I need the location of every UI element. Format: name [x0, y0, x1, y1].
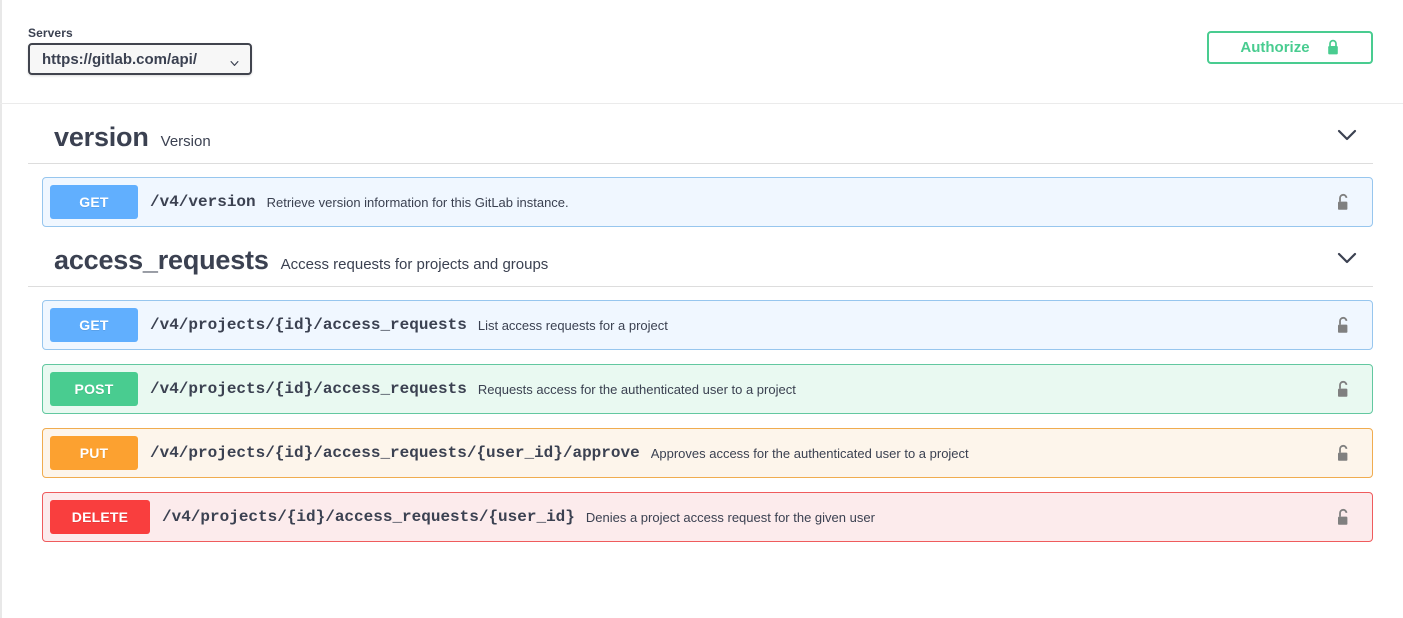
operation-summary: Approves access for the authenticated us…: [651, 446, 969, 461]
method-badge: GET: [50, 308, 138, 342]
method-badge: PUT: [50, 436, 138, 470]
lock-open-icon[interactable]: [1335, 508, 1351, 527]
servers-label: Servers: [28, 26, 252, 40]
authorize-button[interactable]: Authorize: [1207, 31, 1373, 64]
lock-open-icon[interactable]: [1335, 444, 1351, 463]
operation-path: /v4/version: [150, 193, 256, 211]
operation-row[interactable]: GET /v4/projects/{id}/access_requests Li…: [42, 300, 1373, 350]
operation-row[interactable]: PUT /v4/projects/{id}/access_requests/{u…: [42, 428, 1373, 478]
lock-open-icon[interactable]: [1335, 193, 1351, 212]
method-badge: DELETE: [50, 500, 150, 534]
method-badge: POST: [50, 372, 138, 406]
api-operations-body: version Version GET /v4/version Retrieve…: [0, 104, 1403, 542]
operation-summary: Denies a project access request for the …: [586, 510, 875, 525]
authorize-wrap: Authorize: [1207, 31, 1373, 64]
operation-row[interactable]: GET /v4/version Retrieve version informa…: [42, 177, 1373, 227]
tag-header-version[interactable]: version Version: [28, 104, 1373, 164]
tag-description: Access requests for projects and groups: [281, 257, 549, 272]
operation-row[interactable]: POST /v4/projects/{id}/access_requests R…: [42, 364, 1373, 414]
tag-section-access-requests: access_requests Access requests for proj…: [28, 227, 1373, 542]
tag-title: version: [54, 124, 149, 151]
scheme-server-bar: Servers https://gitlab.com/api/ Authoriz…: [0, 0, 1403, 104]
chevron-down-icon[interactable]: [1337, 128, 1357, 140]
operation-summary: Retrieve version information for this Gi…: [267, 195, 569, 210]
tag-title: access_requests: [54, 247, 269, 274]
chevron-down-icon[interactable]: [1337, 251, 1357, 263]
operation-path: /v4/projects/{id}/access_requests: [150, 316, 467, 334]
operation-summary: List access requests for a project: [478, 318, 668, 333]
operation-path: /v4/projects/{id}/access_requests: [150, 380, 467, 398]
operation-list-version: GET /v4/version Retrieve version informa…: [28, 177, 1373, 227]
server-select[interactable]: https://gitlab.com/api/: [28, 43, 252, 75]
operation-row[interactable]: DELETE /v4/projects/{id}/access_requests…: [42, 492, 1373, 542]
servers-block: Servers https://gitlab.com/api/: [28, 26, 252, 75]
lock-open-icon[interactable]: [1335, 316, 1351, 335]
tag-header-access-requests[interactable]: access_requests Access requests for proj…: [28, 227, 1373, 287]
lock-open-icon[interactable]: [1335, 380, 1351, 399]
lock-closed-icon: [1326, 39, 1340, 56]
operation-summary: Requests access for the authenticated us…: [478, 382, 796, 397]
server-select-value: https://gitlab.com/api/: [42, 51, 197, 68]
operation-path: /v4/projects/{id}/access_requests/{user_…: [162, 508, 575, 526]
tag-section-version: version Version GET /v4/version Retrieve…: [28, 104, 1373, 227]
chevron-down-icon: [230, 55, 239, 64]
authorize-button-label: Authorize: [1240, 39, 1309, 56]
operation-path: /v4/projects/{id}/access_requests/{user_…: [150, 444, 640, 462]
method-badge: GET: [50, 185, 138, 219]
tag-description: Version: [161, 134, 211, 149]
operation-list-access-requests: GET /v4/projects/{id}/access_requests Li…: [28, 300, 1373, 542]
